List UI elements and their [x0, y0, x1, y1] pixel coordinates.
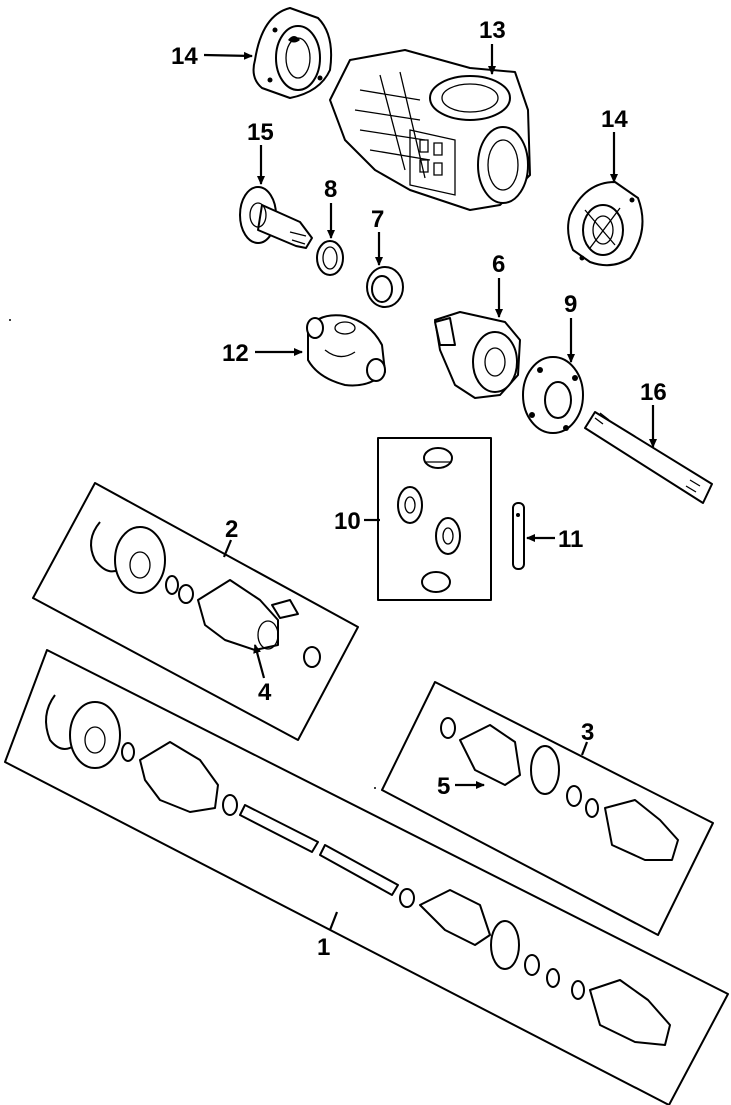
- callout-lines: [203, 44, 657, 931]
- callout-9: 9: [564, 291, 577, 318]
- callout-11: 11: [558, 526, 583, 553]
- callout-numbers: 14 13 15 8 7 14 6 12 9 16 10 11 2 4 3 5 …: [171, 17, 667, 961]
- callout-15: 15: [247, 119, 274, 146]
- part-14-left-cover[interactable]: [252, 7, 333, 99]
- callout-4: 4: [258, 679, 272, 706]
- group-1-box: [4, 649, 729, 1105]
- callout-6: 6: [492, 251, 505, 278]
- callout-1: 1: [317, 934, 330, 961]
- scan-dot: [9, 319, 11, 321]
- callout-10: 10: [334, 508, 361, 535]
- group-3-box: [381, 681, 714, 936]
- callout-12: 12: [222, 340, 249, 367]
- part-14-right-cover[interactable]: [567, 181, 644, 267]
- callout-13: 13: [479, 17, 506, 44]
- callout-5: 5: [437, 773, 450, 800]
- part-7-bearing[interactable]: [366, 266, 404, 308]
- part-11-pin[interactable]: [512, 502, 525, 570]
- part-8-ring[interactable]: [316, 240, 344, 276]
- callout-3: 3: [581, 719, 594, 746]
- part-16-shaft[interactable]: [584, 411, 713, 504]
- part-9-flange[interactable]: [522, 356, 584, 434]
- callout-8: 8: [324, 176, 337, 203]
- group-2-box: [32, 482, 359, 741]
- part-12-differential-case[interactable]: [306, 314, 386, 387]
- part-13-transaxle-housing[interactable]: [329, 49, 531, 211]
- part-6-differential[interactable]: [434, 311, 521, 399]
- callout-14-right: 14: [601, 106, 628, 133]
- callout-14-left: 14: [171, 43, 198, 70]
- callout-16: 16: [640, 379, 667, 406]
- part-10-gear-set[interactable]: [377, 437, 492, 601]
- callout-2: 2: [225, 516, 238, 543]
- scan-dot: [374, 787, 376, 789]
- part-15-flange-shaft[interactable]: [239, 186, 313, 249]
- callout-7: 7: [371, 206, 384, 233]
